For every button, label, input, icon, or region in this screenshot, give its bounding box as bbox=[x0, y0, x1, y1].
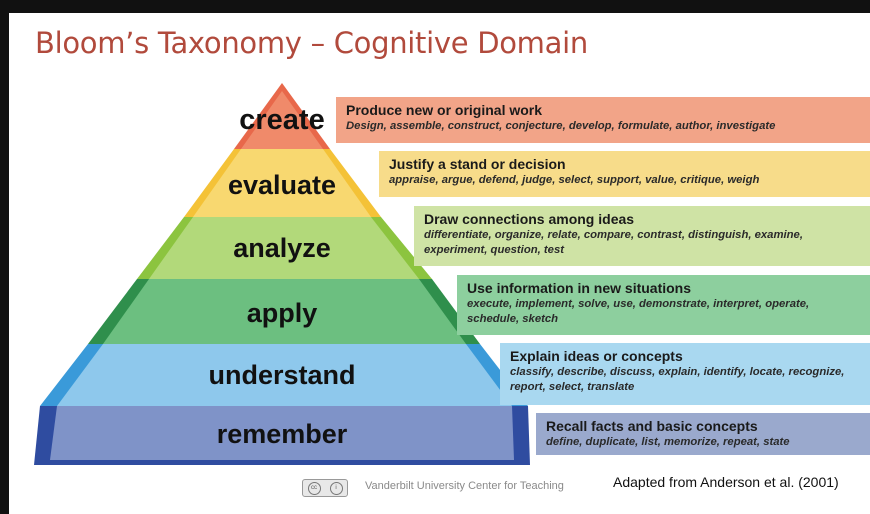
pyramid-tier-remember-face bbox=[50, 406, 514, 460]
description-box-remember: Recall facts and basic concepts define, … bbox=[536, 413, 870, 455]
understand-verbs: classify, describe, discuss, explain, id… bbox=[510, 366, 845, 393]
remember-heading: Recall facts and basic concepts bbox=[546, 418, 758, 434]
pyramid-tier-apply-face bbox=[103, 279, 466, 344]
understand-heading: Explain ideas or concepts bbox=[510, 348, 683, 364]
tier-label-evaluate: evaluate bbox=[227, 170, 337, 200]
create-heading: Produce new or original work bbox=[346, 102, 543, 118]
apply-verbs: execute, implement, solve, use, demonstr… bbox=[467, 298, 810, 325]
apply-heading: Use information in new situations bbox=[467, 280, 692, 296]
remember-verbs: define, duplicate, list, memorize, repea… bbox=[546, 436, 790, 448]
tier-label-apply: apply bbox=[246, 298, 318, 328]
description-box-analyze: Draw connections among ideas differentia… bbox=[414, 206, 870, 266]
description-box-evaluate: Justify a stand or decision appraise, ar… bbox=[379, 151, 870, 197]
pyramid-tier-evaluate-face bbox=[193, 149, 371, 217]
pyramid bbox=[34, 83, 530, 465]
pyramid-tier-create-face bbox=[241, 91, 323, 149]
tier-label-analyze: analyze bbox=[233, 233, 331, 263]
slide-title: Bloom’s Taxonomy – Cognitive Domain bbox=[35, 26, 588, 60]
footer-citation: Adapted from Anderson et al. (2001) bbox=[613, 474, 839, 490]
analyze-verbs: differentiate, organize, relate, compare… bbox=[424, 229, 803, 256]
tier-label-understand: understand bbox=[208, 360, 356, 390]
description-box-create: Produce new or original work Design, ass… bbox=[336, 97, 870, 143]
description-box-understand: Explain ideas or concepts classify, desc… bbox=[500, 343, 870, 405]
evaluate-heading: Justify a stand or decision bbox=[389, 156, 566, 172]
pyramid-tier-understand-face bbox=[57, 344, 512, 406]
evaluate-verbs: appraise, argue, defend, judge, select, … bbox=[389, 174, 760, 186]
footer-organization: Vanderbilt University Center for Teachin… bbox=[365, 480, 564, 492]
slide: Bloom’s Taxonomy – Cognitive Domain crea… bbox=[9, 13, 870, 514]
create-verbs: Design, assemble, construct, conjecture,… bbox=[346, 120, 776, 132]
pyramid-tier-analyze-face bbox=[149, 217, 419, 279]
description-box-apply: Use information in new situations execut… bbox=[457, 275, 870, 335]
analyze-heading: Draw connections among ideas bbox=[424, 211, 635, 227]
tier-label-remember: remember bbox=[216, 419, 348, 449]
tier-label-create: create bbox=[239, 104, 325, 136]
